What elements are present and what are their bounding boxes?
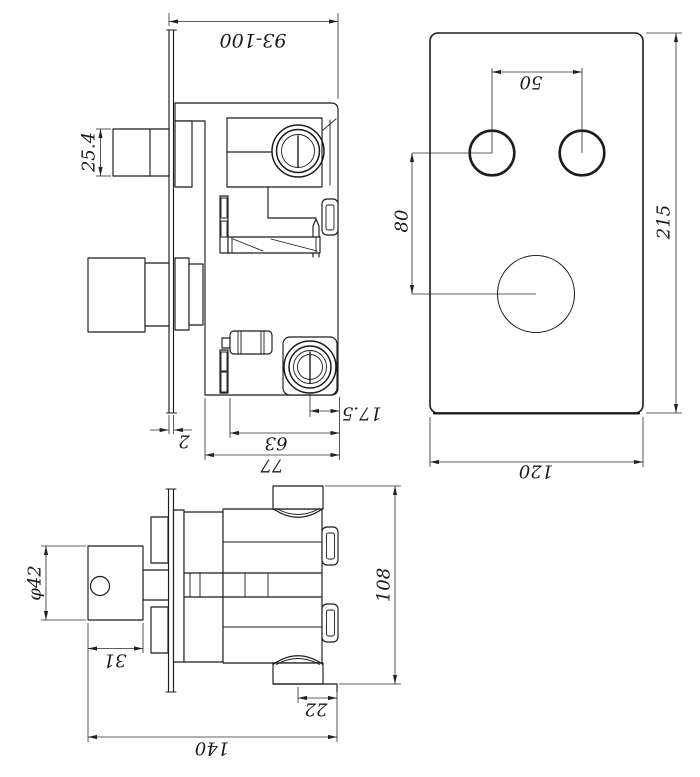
dim-port-offset: 17.5	[342, 403, 382, 424]
dim-outlet-offset: 22	[305, 699, 329, 720]
mount-channel	[227, 236, 321, 254]
dim-plate-width: 120	[519, 461, 553, 482]
dim-handle-to-valve: 80	[392, 210, 413, 233]
bottom-view: φ42 31 108 22 140	[25, 485, 401, 759]
dim-plate-height: 215	[654, 205, 675, 240]
valve-body-bottom	[222, 508, 323, 664]
dim-handle-spacing: 50	[520, 72, 543, 93]
dim-handle-stub-height: 25.4	[79, 132, 100, 173]
top-outlet-boss	[272, 485, 324, 510]
dim-overall-depth: 77	[260, 455, 283, 476]
bottom-outlet-boss	[272, 662, 324, 685]
dim-plate-thickness: 2	[178, 431, 190, 452]
top-handle-stub	[112, 128, 170, 177]
inlet-pipe	[229, 330, 273, 355]
side-view: 93-100 25.4 2 17.5 63 77	[79, 13, 382, 476]
dim-handle-length: 31	[104, 650, 127, 671]
front-view: 50 80 215 120	[392, 32, 682, 482]
front-view-dimensions: 50 80 215 120	[392, 32, 682, 482]
dim-overall-width: 140	[195, 738, 229, 759]
dim-body-height: 108	[374, 568, 395, 602]
bottom-view-dimensions: φ42 31 108 22 140	[25, 485, 401, 759]
dim-body-depth: 63	[265, 433, 288, 454]
handle-set-screw	[89, 575, 111, 597]
dim-handle-diameter: φ42	[25, 565, 46, 601]
side-view-geometry	[87, 29, 339, 414]
dim-mount-depth-range: 93-100	[220, 29, 287, 51]
side-view-dimensions: 93-100 25.4 2 17.5 63 77	[79, 13, 382, 476]
bottom-view-geometry	[87, 485, 339, 693]
upper-port-circle	[271, 124, 325, 178]
mounting-flange	[183, 511, 224, 663]
handle-bottom	[87, 545, 144, 621]
main-handle	[87, 257, 146, 333]
front-view-geometry	[429, 32, 644, 415]
